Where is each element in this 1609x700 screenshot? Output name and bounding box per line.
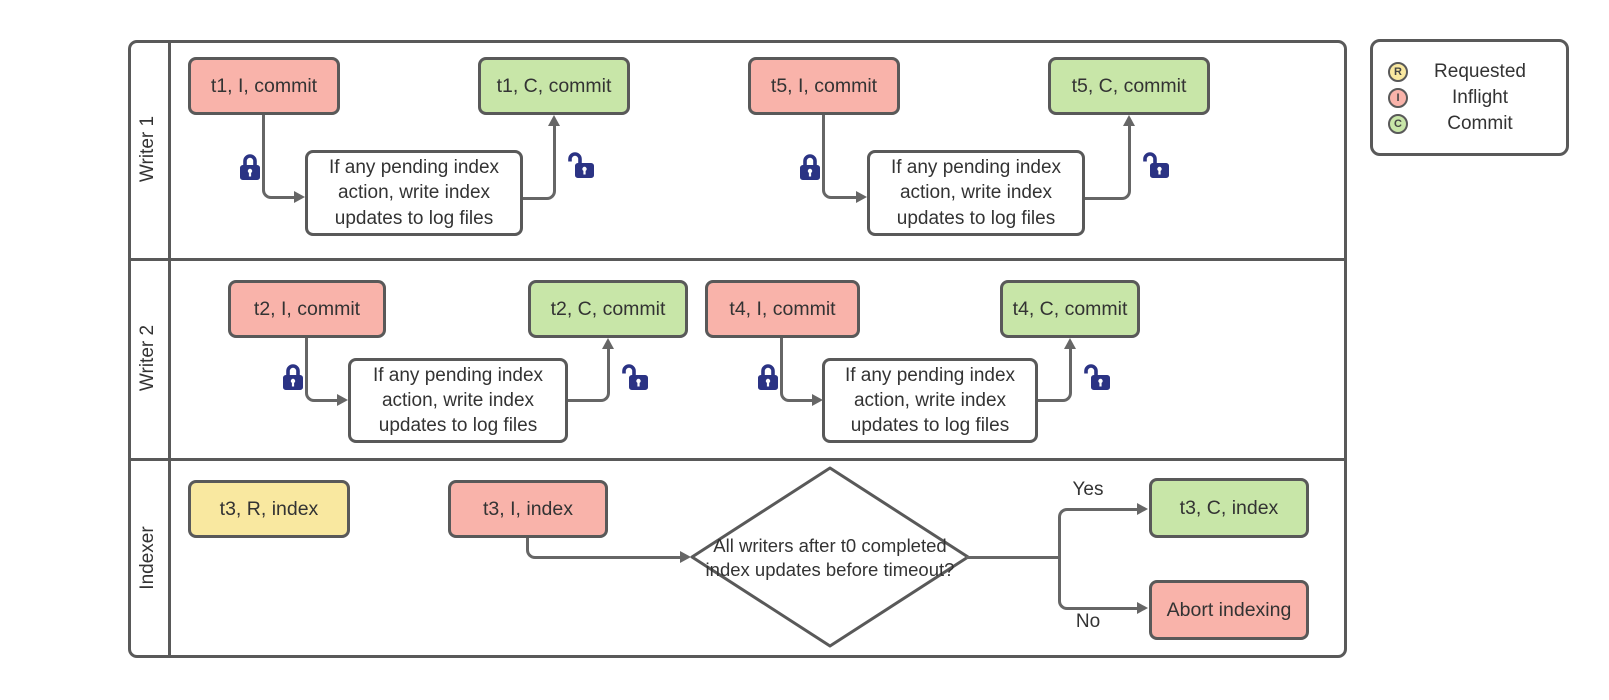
arrowhead-t3-to-decision: [680, 551, 691, 563]
node-t1-inflight: t1, I, commit: [188, 57, 340, 115]
node-abort-indexing: Abort indexing: [1149, 580, 1309, 640]
arrowhead-action-to-t2-commit: [602, 338, 614, 349]
unlock-icon: [1080, 362, 1110, 397]
node-t4-commit: t4, C, commit: [1000, 280, 1140, 338]
decision-diamond-text: All writers after t0 completed index upd…: [705, 535, 955, 580]
connector-no-branch: [1058, 557, 1139, 610]
lane-label-divider: [168, 40, 171, 658]
arrowhead-t5-to-action: [856, 191, 867, 203]
arrowhead-t2-to-action: [337, 394, 348, 406]
connector-t1-to-action: [262, 115, 296, 199]
connector-yes-branch: [1058, 508, 1139, 558]
connector-action-to-t1-commit: [523, 125, 556, 200]
arrowhead-t4-to-action: [812, 394, 823, 406]
arrowhead-action-to-t4-commit: [1064, 338, 1076, 349]
node-writer1-action-2: If any pending index action, write index…: [867, 150, 1085, 236]
connector-action-to-t2-commit: [568, 348, 610, 402]
lane-divider-writer2-indexer: [128, 458, 1347, 461]
lane-divider-writer1-writer2: [128, 258, 1347, 261]
lane-label-indexer: Indexer: [137, 526, 158, 590]
lock-icon: [238, 152, 262, 187]
legend-label-requested: Requested: [1434, 60, 1526, 82]
inflight-state-icon: I: [1388, 87, 1408, 108]
branch-label-yes: Yes: [1072, 479, 1104, 500]
node-writer2-action-1: If any pending index action, write index…: [348, 358, 568, 443]
requested-state-icon: R: [1388, 61, 1408, 82]
unlock-icon: [618, 362, 648, 397]
unlock-icon: [564, 150, 594, 185]
lock-icon: [756, 362, 780, 397]
unlock-icon: [1139, 150, 1169, 185]
commit-state-icon: C: [1388, 113, 1408, 134]
arrowhead-yes-branch: [1137, 503, 1148, 515]
branch-label-no: No: [1075, 611, 1101, 632]
node-t2-inflight: t2, I, commit: [228, 280, 386, 338]
node-t5-commit: t5, C, commit: [1048, 57, 1210, 115]
legend: R Requested I Inflight C Commit: [1370, 39, 1569, 156]
node-t4-inflight: t4, I, commit: [705, 280, 860, 338]
lock-icon: [281, 362, 305, 397]
connector-action-to-t5-commit: [1085, 125, 1131, 200]
arrowhead-action-to-t5-commit: [1123, 115, 1135, 126]
node-writer1-action-1: If any pending index action, write index…: [305, 150, 523, 236]
connector-action-to-t4-commit: [1038, 348, 1072, 402]
connector-t4-to-action: [780, 338, 813, 402]
node-t3-inflight: t3, I, index: [448, 480, 608, 538]
arrowhead-t1-to-action: [294, 191, 305, 203]
node-writer2-action-2: If any pending index action, write index…: [822, 358, 1038, 443]
node-t1-commit: t1, C, commit: [478, 57, 630, 115]
node-t2-commit: t2, C, commit: [528, 280, 688, 338]
lane-label-writer-1: Writer 1: [137, 115, 158, 183]
arrowhead-action-to-t1-commit: [548, 115, 560, 126]
connector-t2-to-action: [305, 338, 339, 402]
lock-icon: [798, 152, 822, 187]
node-t3-requested: t3, R, index: [188, 480, 350, 538]
connector-decision-stem: [966, 556, 1060, 559]
legend-label-inflight: Inflight: [1452, 86, 1508, 108]
legend-row-commit: C Commit: [1388, 113, 1552, 135]
node-t5-inflight: t5, I, commit: [748, 57, 900, 115]
legend-row-requested: R Requested: [1388, 61, 1552, 83]
legend-label-commit: Commit: [1447, 112, 1513, 134]
connector-t3-to-decision: [526, 538, 682, 559]
arrowhead-no-branch: [1137, 602, 1148, 614]
lane-label-writer-2: Writer 2: [137, 324, 158, 392]
legend-row-inflight: I Inflight: [1388, 87, 1552, 109]
node-t3-commit: t3, C, index: [1149, 478, 1309, 538]
connector-t5-to-action: [822, 115, 858, 199]
